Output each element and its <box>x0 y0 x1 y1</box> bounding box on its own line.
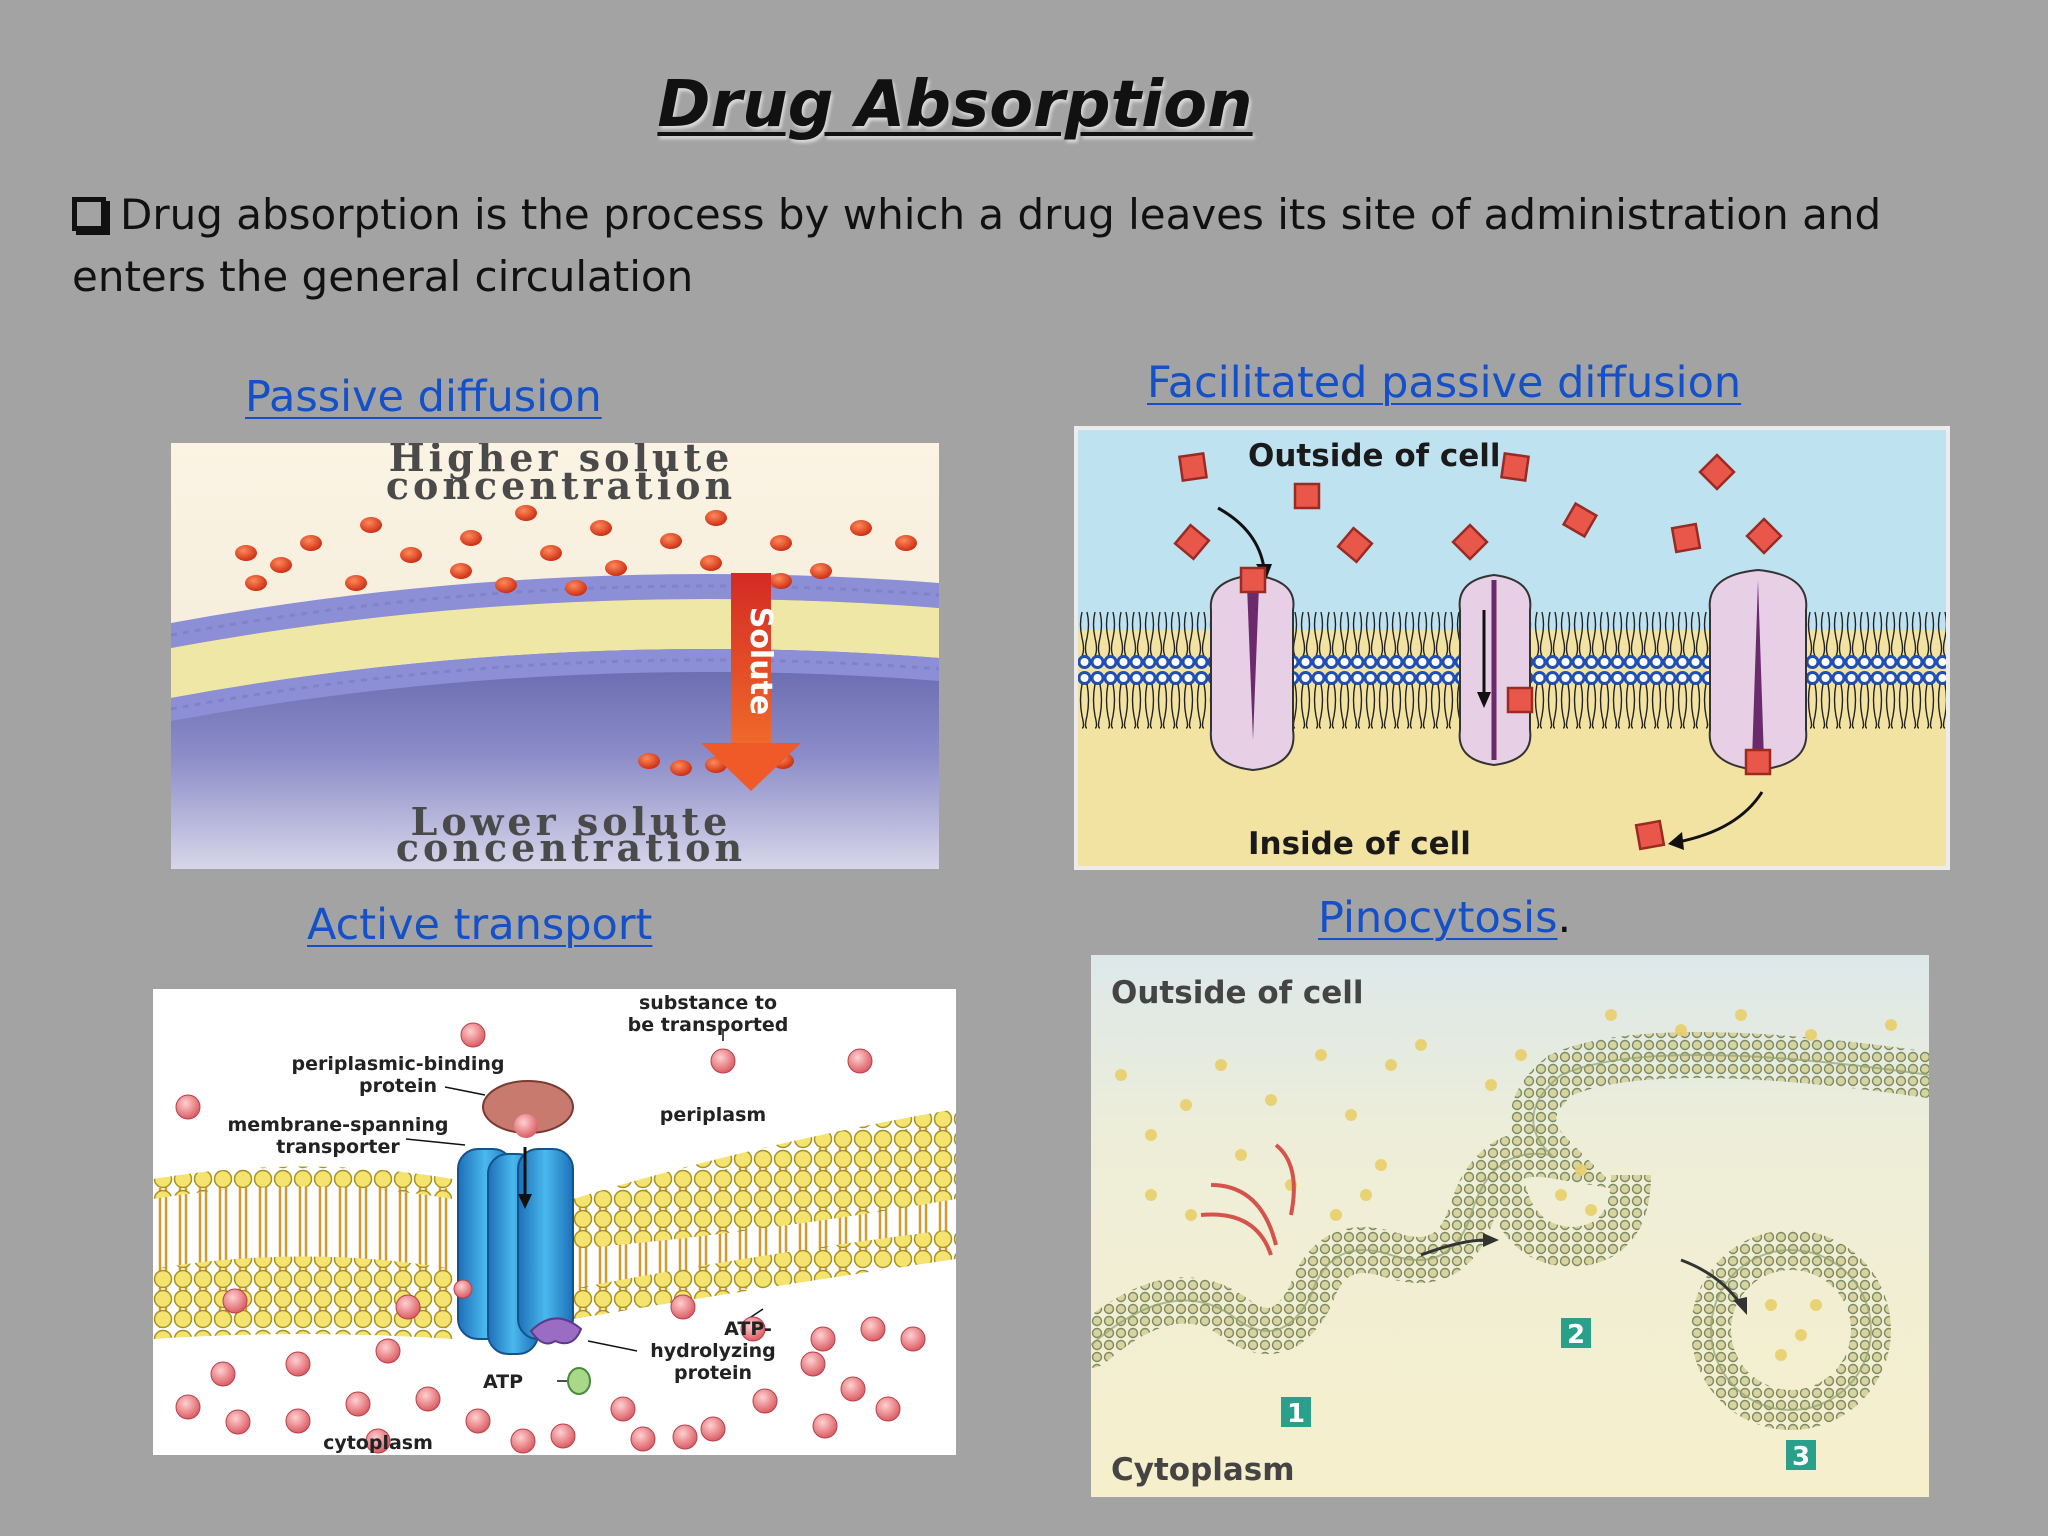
higher-concentration-text: concentration <box>386 463 736 508</box>
inside-of-cell-text: Inside of cell <box>1248 826 1471 862</box>
slide-title: Drug Absorption <box>657 68 1253 142</box>
periplasmic-text-1: periplasmic-binding <box>292 1053 505 1075</box>
pinocytosis-link[interactable]: Pinocytosis <box>1318 893 1558 943</box>
lower-concentration-text: concentration <box>396 825 746 869</box>
step-3-badge: 3 <box>1792 1442 1810 1472</box>
passive-diffusion-diagram: Solute Higher solute concentration Lower… <box>171 443 939 869</box>
atp-hydrolyzing-text-3: protein <box>674 1362 752 1384</box>
pinocytosis-period: . <box>1557 893 1572 943</box>
lower-solute-text: Lower solute <box>411 799 732 844</box>
step-1-badge: 1 <box>1287 1399 1305 1429</box>
bullet-text: Drug absorption is the process by which … <box>72 190 1882 301</box>
solute-arrow-text: Solute <box>743 607 778 716</box>
substance-text-1: substance to <box>639 992 777 1014</box>
membrane-spanning-text-1: membrane-spanning <box>228 1114 449 1136</box>
atp-hydrolyzing-text-2: hydrolyzing <box>650 1340 776 1362</box>
outside-of-cell-text: Outside of cell <box>1248 438 1501 474</box>
pino-cytoplasm-text: Cytoplasm <box>1111 1452 1295 1488</box>
periplasmic-text-2: protein <box>359 1075 437 1097</box>
facilitated-diffusion-diagram: Outside of cell Inside of cell <box>1074 426 1950 870</box>
bullet-point: Drug absorption is the process by which … <box>72 184 1952 308</box>
pinocytosis-link-wrap[interactable]: Pinocytosis. <box>1318 893 1571 943</box>
active-transport-link[interactable]: Active transport <box>307 900 653 950</box>
active-transport-diagram: substance to be transported periplasmic-… <box>153 989 956 1455</box>
pino-outside-text: Outside of cell <box>1111 975 1364 1011</box>
facilitated-label-2[interactable]: passive diffusion <box>1381 358 1742 408</box>
atp-hydrolyzing-text-1: ATP- <box>724 1318 772 1340</box>
membrane-spanning-text-2: transporter <box>276 1136 400 1158</box>
checkbox-bullet-icon <box>72 197 106 231</box>
periplasm-text: periplasm <box>660 1104 766 1126</box>
passive-diffusion-link[interactable]: Passive diffusion <box>245 372 602 422</box>
facilitated-label-1[interactable]: Facilitated <box>1147 358 1368 408</box>
facilitated-diffusion-link[interactable]: Facilitated passive diffusion <box>1147 358 1741 408</box>
cytoplasm-text: cytoplasm <box>323 1432 433 1454</box>
pinocytosis-diagram: 1 2 3 Outside of cell Cytoplasm <box>1091 955 1929 1497</box>
substance-text-2: be transported <box>628 1014 789 1036</box>
step-2-badge: 2 <box>1567 1320 1585 1350</box>
higher-solute-text: Higher solute <box>389 443 734 480</box>
atp-text: ATP <box>483 1371 523 1393</box>
